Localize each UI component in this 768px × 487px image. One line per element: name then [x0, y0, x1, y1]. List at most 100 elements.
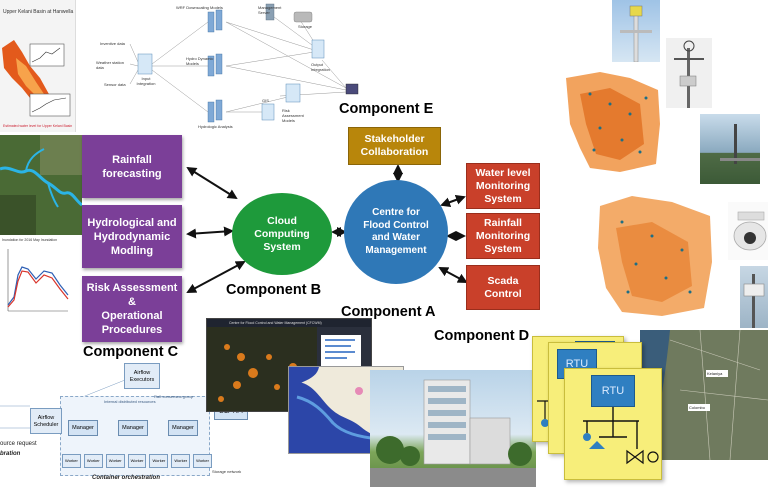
flood-mark	[248, 368, 258, 378]
orchestration-left-label: bration	[0, 451, 21, 457]
rainfall-map-bottom	[592, 192, 716, 322]
worker-node: Worker	[83, 454, 103, 468]
worker-label: Worker	[174, 458, 188, 463]
resource-request-label: ource request	[0, 441, 37, 447]
worker-label: Worker	[196, 458, 209, 463]
city-place-1: Kelaniya	[707, 371, 723, 376]
stakeholder-line: Collaboration	[360, 146, 429, 158]
workflow-edge	[225, 51, 315, 67]
panel-row	[325, 351, 355, 353]
cloud-line: Computing	[254, 227, 310, 240]
tree	[400, 446, 420, 466]
inundation-area	[289, 381, 403, 453]
road	[669, 339, 761, 371]
map-gauge-point	[620, 138, 624, 142]
panel-row	[325, 357, 347, 359]
workflow-input-integration-label: Input Integration	[136, 76, 156, 86]
output-integration-node	[311, 39, 325, 59]
gcp-api-label: GCP API	[219, 409, 243, 415]
workflow-input-3: Sensor data	[104, 82, 126, 87]
riverbank-post	[734, 124, 737, 164]
map-gauge-point	[664, 276, 668, 280]
worker-label: Worker	[65, 458, 78, 463]
flood-mark	[218, 396, 224, 402]
component-e-label: Component E	[339, 101, 434, 117]
window-row	[428, 410, 466, 416]
worker-node: Worker	[105, 454, 125, 468]
manager-node-1: Manager	[68, 420, 98, 436]
risk-line: Procedures	[101, 324, 163, 336]
window-row	[428, 434, 466, 440]
arrow-hydro-cloud	[186, 226, 234, 239]
inundation-area-2	[289, 367, 319, 387]
flood-map-region-inner	[16, 58, 44, 96]
building-trees	[376, 436, 532, 466]
city-label-box-2	[688, 404, 710, 411]
road	[679, 389, 768, 401]
riverbank-rail	[720, 158, 760, 161]
map-gauge-point	[688, 290, 692, 294]
tree	[376, 436, 404, 464]
tree	[508, 442, 532, 466]
map-gauge-point	[644, 96, 648, 100]
worker-row: Worker Worker Worker Worker Worker Worke…	[62, 454, 213, 468]
camera-lens	[744, 232, 756, 244]
water-level-line: System	[484, 192, 522, 205]
workflow-edge	[151, 69, 209, 113]
worker-node: Worker	[149, 454, 169, 468]
workflow-edge	[321, 59, 347, 89]
flood-mark	[274, 384, 280, 390]
flood-map-title: Upper Kelani Basin at Hanwella	[3, 9, 74, 15]
storage-node	[293, 11, 313, 23]
weather-station-photo	[666, 38, 712, 108]
workflow-hydrologic-label: Hydrologic Analysis	[198, 124, 233, 129]
rainfall-forecasting-line: forecasting	[102, 167, 162, 180]
water-sensor-graphic	[620, 5, 652, 62]
wrf-node-2	[215, 9, 223, 31]
rainfall-monitoring-line: System	[484, 242, 522, 255]
sensor-arm	[620, 30, 652, 33]
worker-node: Worker	[193, 454, 213, 468]
map-gauge-point	[620, 220, 624, 224]
rtu-unit-front: RTU	[591, 375, 635, 407]
workflow-edge	[269, 13, 317, 49]
arrow-centre-waterlevel	[440, 195, 466, 207]
water-sensor-photo	[612, 0, 660, 62]
flood-mark	[224, 344, 230, 350]
manager-node-2: Manager	[118, 420, 148, 436]
workflow-edge	[151, 21, 209, 65]
centre-line: Centre for	[372, 207, 420, 218]
airflow-executors-line: Executors	[129, 377, 155, 383]
manager-node-3: Manager	[168, 420, 198, 436]
flood-mark	[237, 353, 245, 361]
city-label-box-1	[706, 370, 728, 377]
centre-building-photo	[370, 370, 536, 487]
worker-label: Worker	[86, 458, 100, 463]
raft-group-label: Raft consensus group	[154, 394, 193, 399]
panel-row	[325, 345, 351, 347]
map-gauge-point	[598, 126, 602, 130]
risk-node	[285, 83, 301, 103]
dashboard-title: Centre for Flood Control and Water Manag…	[229, 321, 322, 325]
hydrological-line: Hydrodynamic	[93, 230, 171, 243]
timeseries-graphic	[7, 249, 69, 312]
rtu-triangle	[589, 441, 605, 449]
arrow-group	[186, 164, 468, 293]
river-satellite-image	[0, 135, 82, 235]
river-branch-2	[47, 182, 59, 208]
component-a-label: Component A	[341, 304, 436, 320]
camera-base	[737, 211, 765, 221]
map-gauge-point	[592, 148, 596, 152]
workflow-edge	[225, 21, 347, 89]
